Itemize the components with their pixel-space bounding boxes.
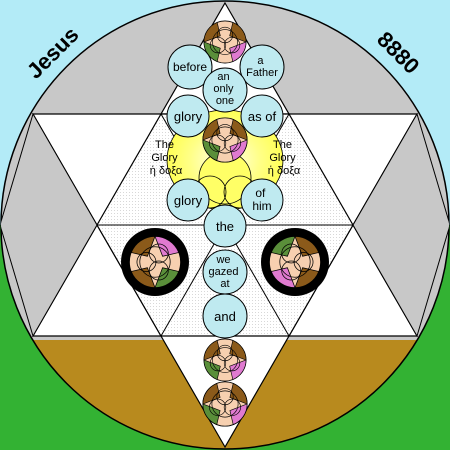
word-and: and bbox=[214, 309, 236, 324]
face-motif-icon bbox=[128, 235, 182, 289]
face-motif-icon bbox=[202, 117, 248, 163]
face-motif-icon bbox=[268, 235, 322, 289]
word-as-of: as of bbox=[248, 109, 277, 124]
word-circles bbox=[166, 44, 285, 339]
face-motif-icon bbox=[203, 20, 247, 64]
word-an-only-one: an only one bbox=[213, 71, 236, 107]
word-before: before bbox=[173, 60, 207, 74]
face-motif-icon bbox=[202, 381, 248, 427]
word-the: the bbox=[216, 219, 234, 234]
face-motif-icon bbox=[203, 338, 247, 382]
word-glory-upper: glory bbox=[174, 109, 203, 124]
word-a-father: a Father bbox=[246, 55, 278, 79]
side-label-right: The Glory ἡ δοξα bbox=[268, 139, 301, 177]
word-we-gazed-at: we gazed at bbox=[208, 254, 241, 290]
side-label-left: The Glory ἡ δοξα bbox=[150, 139, 183, 177]
word-of-him: of him bbox=[252, 186, 271, 213]
word-glory-lower: glory bbox=[174, 193, 203, 208]
